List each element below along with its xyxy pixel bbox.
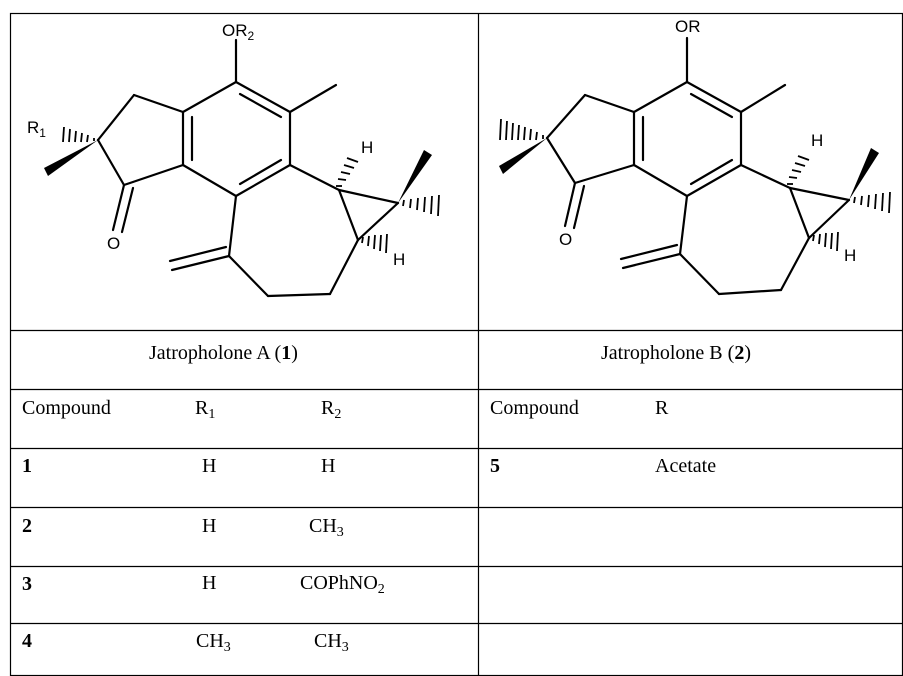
compound-number: 3 bbox=[22, 573, 32, 595]
header-compound-right: Compound bbox=[490, 397, 579, 419]
r1-label: R1 bbox=[27, 118, 46, 140]
carbonyl-o-label-b: O bbox=[559, 230, 572, 249]
r2-value: H bbox=[321, 455, 336, 477]
r1-value: CH3 bbox=[196, 630, 231, 655]
r1-value: H bbox=[202, 572, 217, 594]
caption-jatropholone-b: Jatropholone B (2) bbox=[601, 342, 751, 364]
compound-number: 1 bbox=[22, 455, 32, 477]
r-value: Acetate bbox=[655, 455, 717, 477]
header-r2: R2 bbox=[321, 397, 342, 422]
compound-number: 4 bbox=[22, 630, 32, 652]
r1-value: H bbox=[202, 455, 217, 477]
header-r: R bbox=[655, 397, 669, 419]
caption-jatropholone-a: Jatropholone A (1) bbox=[149, 342, 298, 364]
h-lower-label-b: H bbox=[844, 246, 856, 265]
r2-value: CH3 bbox=[314, 630, 349, 655]
r2-value: CH3 bbox=[309, 515, 344, 540]
r2-value: COPhNO2 bbox=[300, 572, 385, 597]
or2-label: OR2 bbox=[222, 21, 255, 43]
or-label: OR bbox=[675, 17, 701, 36]
h-upper-label-b: H bbox=[811, 131, 823, 150]
compound-number: 5 bbox=[490, 455, 500, 477]
header-r1: R1 bbox=[195, 397, 216, 422]
carbonyl-o-label: O bbox=[107, 234, 120, 253]
h-upper-label: H bbox=[361, 138, 373, 157]
header-compound-left: Compound bbox=[22, 397, 111, 419]
compound-number: 2 bbox=[22, 515, 32, 537]
h-lower-label: H bbox=[393, 250, 405, 269]
jatropholone-a-structure: OR2 R1 H H O bbox=[0, 0, 478, 330]
r1-value: H bbox=[202, 515, 217, 537]
jatropholone-b-structure: OR H H O bbox=[479, 0, 903, 330]
